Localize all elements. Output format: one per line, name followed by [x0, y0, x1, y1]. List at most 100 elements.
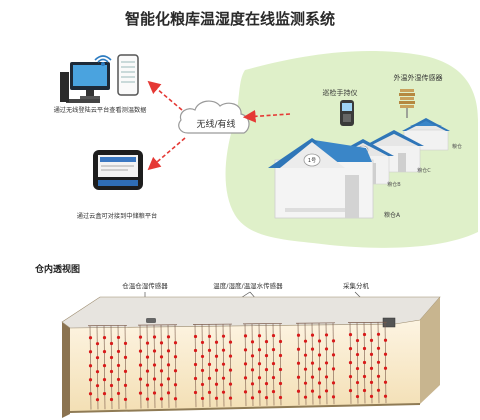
sensor-dot: [207, 348, 212, 352]
sensor-dot: [221, 348, 226, 352]
sensor-dot: [362, 388, 367, 393]
sensor-dot: [88, 350, 93, 354]
sensor-dot: [355, 338, 360, 343]
sensor-dot: [296, 389, 301, 393]
sensor-dot: [166, 349, 171, 353]
sensor-cable: [124, 325, 127, 409]
sensor-dot: [383, 394, 388, 398]
sensor-dot: [383, 366, 388, 370]
sensor-dot: [214, 340, 219, 344]
sensor-dot: [166, 377, 171, 381]
sensor-dot: [109, 397, 114, 402]
sensor-dot: [331, 353, 336, 357]
sensor-dot: [296, 333, 301, 337]
sensor-dot: [243, 390, 248, 394]
sensor-dot: [264, 382, 269, 386]
left-top-caption: 通过无线登陆云平台查看测温数据: [54, 106, 147, 114]
sensor-dot: [362, 346, 367, 351]
sensor-dot: [152, 391, 157, 395]
sensor-dot: [348, 375, 353, 379]
sensor-dot: [278, 339, 283, 344]
sensor-dot: [376, 332, 381, 336]
sensor-cable: [174, 324, 177, 408]
sensor-dot: [200, 340, 205, 345]
sensor-dot: [257, 348, 262, 352]
keyboard: [66, 99, 100, 103]
sensor-dot: [214, 368, 219, 372]
sensor-dot: [102, 349, 107, 354]
sensor-dot: [250, 396, 255, 400]
sensor-cable: [103, 325, 106, 410]
sensor-dot: [376, 388, 381, 392]
sensor-dot: [310, 361, 315, 365]
sensor-cable: [117, 325, 120, 409]
sensor-cable: [110, 325, 113, 410]
sensor-dot: [138, 349, 143, 353]
sensor-dot: [214, 396, 219, 400]
sensor-dot: [348, 333, 353, 337]
sensor-dot: [159, 355, 164, 359]
sensor-dot: [278, 367, 283, 372]
sensor-dot: [264, 340, 269, 344]
sensor-dot: [193, 390, 198, 395]
sensor-cable: [96, 325, 99, 410]
sensor-dot: [303, 353, 308, 357]
sensor-dot: [324, 333, 329, 337]
section2-title: 仓内透视图: [34, 263, 80, 275]
sensor-cables: [87, 321, 388, 410]
sensor-dot: [243, 334, 248, 338]
sensor-dot: [207, 376, 212, 380]
sensor-dot: [303, 367, 308, 371]
sensor-dot: [257, 390, 262, 394]
sensor-dot: [369, 380, 374, 384]
pc-and-phone-illustration: [60, 54, 139, 103]
sensor-dot: [159, 383, 164, 387]
sensor-dot: [145, 397, 150, 401]
diagram-title: 智能化粮库温湿度在线监测系统: [125, 10, 335, 28]
sensor-dot: [264, 368, 269, 372]
sensor-dot: [317, 339, 322, 343]
sensor-dot: [324, 375, 329, 379]
sensor-dot: [102, 377, 107, 382]
sensor-dot: [116, 363, 121, 368]
sensor-dot: [331, 395, 336, 399]
sensor-cable: [251, 323, 254, 406]
arrow-to-cloudbox: [147, 137, 186, 171]
sensor-dot: [310, 347, 315, 351]
sensor-dot: [369, 394, 374, 398]
sensor-dot: [348, 347, 353, 351]
sensor-dot: [193, 362, 198, 367]
sensor-cable: [265, 323, 268, 406]
sensor-dot: [173, 341, 178, 345]
warehouse-1-number: 1号: [308, 158, 316, 164]
sensor-dot: [159, 369, 164, 373]
sensor-dot: [200, 354, 205, 359]
sensor-dot: [331, 367, 336, 371]
sensor-dot: [271, 389, 276, 394]
sensor-dot: [173, 397, 178, 401]
warehouse-1-label: 粮仓A: [384, 211, 401, 219]
sensor-dot: [310, 333, 315, 337]
sensor-dot: [200, 382, 205, 387]
sensor-dot: [102, 335, 107, 340]
sensor-dot: [355, 394, 360, 399]
sensor-dot: [310, 375, 315, 379]
sensor-dot: [88, 364, 93, 368]
sensor-dot: [324, 361, 329, 365]
sensor-dot: [173, 355, 178, 359]
sensor-dot: [109, 355, 114, 360]
sensor-dot: [207, 390, 212, 394]
sensor-dot: [152, 377, 157, 381]
sensor-dot: [166, 335, 171, 339]
sensor-dot: [200, 368, 205, 373]
sensor-dot: [123, 383, 128, 387]
sensor-cable: [318, 323, 321, 405]
sensor-cable: [201, 324, 204, 408]
sensor-dot: [369, 352, 374, 356]
outdoor-sensor-icon: [399, 89, 415, 118]
sensor-dot: [355, 366, 360, 371]
sensor-dot: [102, 363, 107, 368]
sensor-dot: [271, 375, 276, 380]
sensor-dot: [264, 354, 269, 358]
sensor-dot: [95, 356, 100, 360]
